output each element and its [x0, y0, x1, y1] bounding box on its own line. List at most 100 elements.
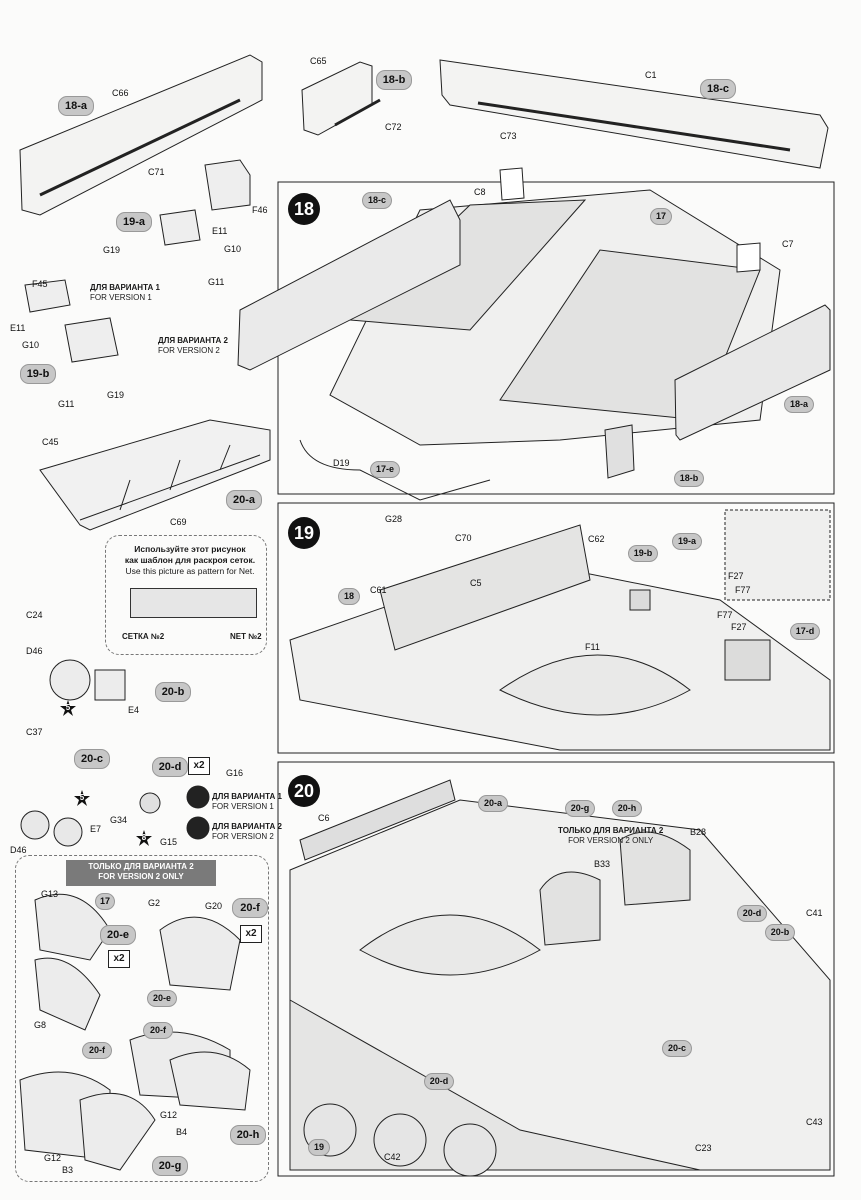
- part-F45: F45: [32, 279, 48, 289]
- part-C73: C73: [500, 131, 517, 141]
- note-g16-version1: ДЛЯ ВАРИАНТА 1 FOR VERSION 1: [212, 792, 282, 812]
- part-F46: F46: [252, 205, 268, 215]
- part-C72: C72: [385, 122, 402, 132]
- part-C42: C42: [384, 1152, 401, 1162]
- badge-in-20f-b: 20-f: [143, 1022, 173, 1039]
- part-C69: C69: [170, 517, 187, 527]
- net-label-ru: СЕТКА №2: [122, 632, 165, 641]
- note-g16-en: FOR VERSION 1: [212, 802, 274, 811]
- part-G12-b: G12: [44, 1153, 62, 1163]
- skirt-18c: [237, 199, 461, 371]
- badge-in-20g: 20-g: [565, 800, 595, 817]
- part-G34: G34: [110, 815, 128, 825]
- badge-20a: 20-a: [226, 490, 262, 510]
- note-g15-en: FOR VERSION 2: [212, 832, 274, 841]
- frame-step-20: [277, 761, 835, 1177]
- note-only-version2-step20: ТОЛЬКО ДЛЯ ВАРИАНТА 2 FOR VERSION 2 ONLY: [558, 826, 663, 846]
- part-C24: C24: [26, 610, 43, 620]
- badge-19b: 19-b: [20, 364, 56, 384]
- badge-in-19: 19: [308, 1139, 330, 1156]
- badge-20c: 20-c: [74, 749, 110, 769]
- part-C65: C65: [310, 56, 327, 66]
- banner-only-version2: ТОЛЬКО ДЛЯ ВАРИАНТА 2 FOR VERSION 2 ONLY: [66, 860, 216, 886]
- note-version2: ДЛЯ ВАРИАНТА 2 FOR VERSION 2: [158, 336, 228, 356]
- multiplier-20d: x2: [188, 757, 210, 775]
- part-E4: E4: [128, 705, 140, 715]
- star-5a-label: 5: [65, 703, 71, 712]
- badge-in-18b: 18-b: [674, 470, 704, 487]
- skirt-18a: [674, 304, 831, 441]
- badge-in-20c: 20-c: [662, 1040, 692, 1057]
- badge-20e: 20-e: [100, 925, 136, 945]
- part-C71: C71: [148, 167, 165, 177]
- badge-in-18c: 18-c: [362, 192, 392, 209]
- multiplier-20f: x2: [240, 925, 262, 943]
- badge-in-20d: 20-d: [737, 905, 767, 922]
- badge-20b: 20-b: [155, 682, 191, 702]
- badge-in-18a: 18-a: [784, 396, 814, 413]
- part-F77-a: F77: [735, 585, 751, 595]
- step-number-19: 19: [288, 517, 320, 549]
- part-C37: C37: [26, 727, 43, 737]
- version2-parts-box: [15, 855, 269, 1182]
- note-version2-ru: ДЛЯ ВАРИАНТА 2: [158, 336, 228, 345]
- star-marker-5b: 5: [74, 790, 90, 806]
- part-G11-b: G11: [58, 399, 75, 409]
- part-G28: G28: [385, 514, 403, 524]
- note-g15-ru: ДЛЯ ВАРИАНТА 2: [212, 822, 282, 831]
- note-only-v2-ru: ТОЛЬКО ДЛЯ ВАРИАНТА 2: [558, 826, 664, 835]
- badge-20h: 20-h: [230, 1125, 266, 1145]
- badge-in-19a: 19-a: [672, 533, 702, 550]
- badge-18b: 18-b: [376, 70, 412, 90]
- badge-in-20e: 20-e: [147, 990, 177, 1007]
- badge-in-20d-b: 20-d: [424, 1073, 454, 1090]
- net-template-box: [105, 535, 267, 655]
- badge-in-20b: 20-b: [765, 924, 795, 941]
- badge-in-20h: 20-h: [612, 800, 642, 817]
- star-5b-label: 5: [79, 793, 85, 802]
- badge-in-18: 18: [338, 588, 360, 605]
- net-line1: Используйте этот рисунок: [134, 544, 246, 554]
- banner-only-v2-en: FOR VERSION 2 ONLY: [98, 872, 184, 881]
- note-version1: ДЛЯ ВАРИАНТА 1 FOR VERSION 1: [90, 283, 160, 303]
- part-G12-a: G12: [160, 1110, 178, 1120]
- part-C8: C8: [474, 187, 486, 197]
- note-version1-en: FOR VERSION 1: [90, 293, 152, 302]
- part-G20: G20: [205, 901, 223, 911]
- note-version2-en: FOR VERSION 2: [158, 346, 220, 355]
- badge-in-17d: 17-d: [790, 623, 820, 640]
- part-C61: C61: [370, 585, 387, 595]
- part-F77-b: F77: [717, 610, 733, 620]
- badge-18c: 18-c: [700, 79, 736, 99]
- badge-20f: 20-f: [232, 898, 268, 918]
- step-number-20: 20: [288, 775, 320, 807]
- part-C23: C23: [695, 1143, 712, 1153]
- part-D19: D19: [333, 458, 350, 468]
- part-G15: G15: [160, 837, 178, 847]
- badge-in-17e: 17-e: [370, 461, 400, 478]
- star-marker-5a: 5: [60, 700, 76, 716]
- star-8-label: 8: [141, 833, 147, 842]
- part-F27-a: F27: [728, 571, 744, 581]
- part-C70: C70: [455, 533, 472, 543]
- note-only-v2-en: FOR VERSION 2 ONLY: [568, 836, 654, 845]
- badge-20d: 20-d: [152, 757, 188, 777]
- net-label-en: NET №2: [230, 632, 262, 641]
- part-C41: C41: [806, 908, 823, 918]
- part-G10-b: G10: [22, 340, 40, 350]
- part-G19-b: G19: [107, 390, 125, 400]
- net-instructions: Используйте этот рисунок как шаблон для …: [120, 544, 260, 577]
- part-D46-b: D46: [10, 845, 27, 855]
- part-G11-a: G11: [208, 277, 225, 287]
- part-G16: G16: [226, 768, 244, 778]
- badge-19a: 19-a: [116, 212, 152, 232]
- part-B4: B4: [176, 1127, 188, 1137]
- multiplier-20e: x2: [108, 950, 130, 968]
- frame-step-19: [277, 502, 835, 754]
- badge-in-17-g13: 17: [95, 893, 115, 910]
- star-marker-8: 8: [136, 830, 152, 846]
- part-G2: G2: [148, 898, 161, 908]
- badge-in-19b: 19-b: [628, 545, 658, 562]
- badge-in-20f-a: 20-f: [82, 1042, 112, 1059]
- part-E11-b: E11: [10, 323, 26, 333]
